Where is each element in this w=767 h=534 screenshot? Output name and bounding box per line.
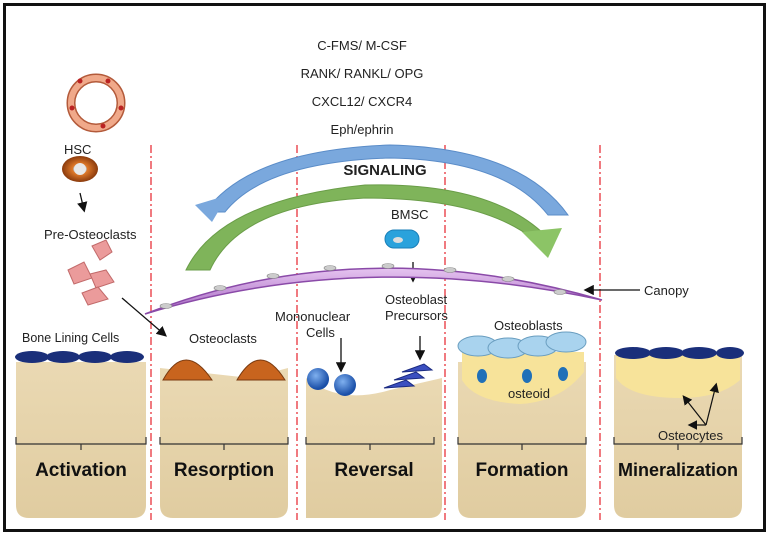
bone-panel-reversal [306,378,442,518]
phase-braces [15,437,743,450]
osteoblast-precursors-icon [383,363,434,389]
osteoblast-precursors-label-1: Osteoblast [385,292,448,307]
pre-osteoclast-arrow [121,297,167,337]
phase-activation: Activation [35,460,127,481]
hsc-cell-icon [62,156,98,182]
hsc-arrow [77,192,88,213]
pathway-cxcl12: CXCL12/ CXCR4 [311,94,413,109]
bone-panels [16,355,742,518]
mononuclear-cells-icon [307,368,356,396]
mineralization-lining-cells [615,347,744,359]
phase-reversal: Reversal [334,460,414,481]
osteoblasts-icon [457,331,587,359]
bone-panel-formation [458,362,586,518]
bone-panel-activation [16,362,146,518]
pre-osteoclasts-label: Pre-Osteoclasts [44,227,137,242]
mononuclear-label-1: Mononuclear [275,309,351,324]
mineralization-osteoid [616,355,740,398]
osteoblast-precursors-label-2: Precursors [385,308,448,323]
bone-lining-cells-icon [15,351,144,363]
bmsc-cell-icon [384,229,420,249]
blood-vessel-icon [66,73,126,133]
mononuclear-label-2: Cells [306,325,335,340]
osteocyte-arrows [682,382,719,430]
pre-osteoclasts-icon [67,239,115,306]
osteoclasts-icon [162,359,286,381]
pathway-eph: Eph/ephrin [330,122,394,137]
diagram-frame [3,3,766,532]
canopy-label: Canopy [644,283,689,298]
bmsc-label: BMSC [391,207,429,222]
phase-mineralization: Mineralization [617,460,738,480]
bone-lining-cells-label: Bone Lining Cells [22,331,120,345]
osteoclasts-label: Osteoclasts [189,331,257,346]
signaling-arrowhead-green [522,228,562,258]
phase-dividers [150,145,601,520]
phase-resorption: Resorption [173,460,275,481]
osteoid-label: osteoid [508,386,550,401]
signaling-arrowhead-blue [195,195,228,222]
signaling-arrow-blue [204,144,569,216]
canopy-cells [144,267,603,315]
signaling-title: SIGNALING [343,162,427,179]
pathway-rank: RANK/ RANKL/ OPG [300,66,424,81]
pathway-cfms: C-FMS/ M-CSF [317,38,407,53]
phase-formation: Formation [475,460,569,481]
osteocytes-label: Osteocytes [658,428,724,443]
osteoblasts-label: Osteoblasts [494,318,563,333]
bone-panel-mineralization [614,355,742,518]
canopy-nuclei [159,263,567,309]
embedded-osteoblasts [477,367,568,383]
hsc-label: HSC [64,142,92,157]
bone-panel-resorption [160,368,288,518]
